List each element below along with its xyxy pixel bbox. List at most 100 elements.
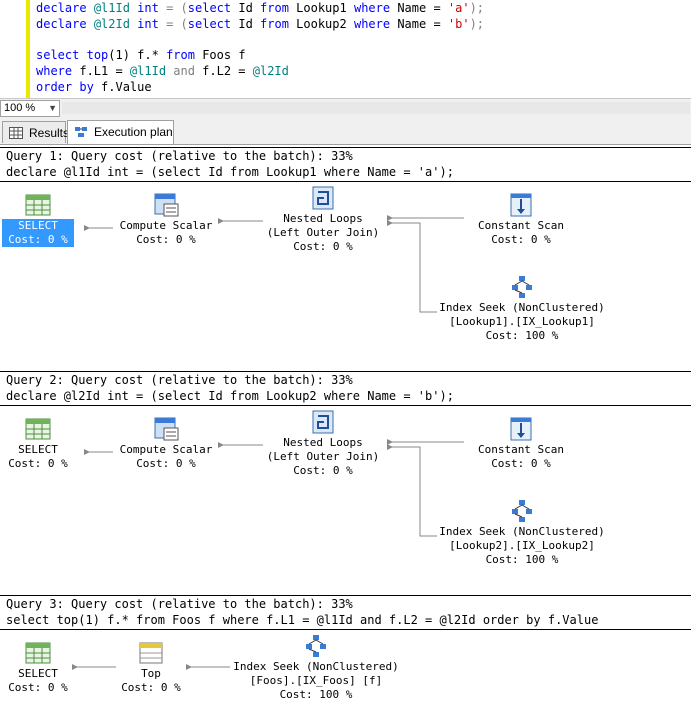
zoom-dropdown[interactable]: 100 % ▼ [0,100,60,117]
constant-scan-icon [507,417,535,441]
node-cost: Cost: 100 % [279,688,353,701]
node-name: Constant Scan [477,443,565,456]
query-1-header: Query 1: Query cost (relative to the bat… [0,147,691,182]
query-cost-text: Query 3: Query cost (relative to the bat… [6,597,353,611]
node-name: Nested Loops [283,436,363,449]
operator: = ( [158,1,188,15]
node-cost: Cost: 0 % [491,233,551,246]
keyword: from [166,48,195,62]
execution-plan-icon [75,127,87,137]
keyword: declare [36,1,87,15]
node-name: SELECT [18,443,58,456]
node-name: Compute Scalar [119,219,213,232]
query-cost-text: Query 1: Query cost (relative to the bat… [6,149,353,163]
plan-node-nested-loops[interactable]: Nested Loops (Left Outer Join) Cost: 0 % [258,410,388,478]
change-marker-bar [26,0,30,98]
node-cost: Cost: 100 % [485,553,559,566]
plan-node-select[interactable]: SELECT Cost: 0 % [2,417,74,471]
variable: @l2Id [252,64,289,78]
tab-execution-plan[interactable]: Execution plan [67,120,174,144]
horizontal-scrollbar[interactable] [62,102,690,114]
string-literal: 'b' [447,17,470,31]
keyword: order by [36,80,94,94]
chevron-down-icon: ▼ [48,103,57,113]
operator: ); [469,1,485,15]
keyword: where [353,17,391,31]
node-cost: Cost: 0 % [293,464,353,477]
select-operator-icon [24,193,52,217]
plan-node-compute-scalar[interactable]: Compute Scalar Cost: 0 % [110,417,222,471]
keyword: where [353,1,391,15]
node-detail: (Left Outer Join) [266,450,380,463]
identifier: f.L1 = [72,64,130,78]
arrowhead [84,225,90,231]
plan-node-select[interactable]: SELECT Cost: 0 % [2,193,74,247]
top-operator-icon [137,641,165,665]
query-cost-text: Query 2: Query cost (relative to the bat… [6,373,353,387]
plan-node-compute-scalar[interactable]: Compute Scalar Cost: 0 % [110,193,222,247]
query-2-header: Query 2: Query cost (relative to the bat… [0,371,691,406]
identifier: Foos f [194,48,246,62]
plan-node-nested-loops[interactable]: Nested Loops (Left Outer Join) Cost: 0 % [258,186,388,254]
select-operator-icon [24,417,52,441]
variable: @l1Id [93,1,130,15]
zoom-value: 100 % [4,102,36,114]
constant-scan-icon [507,193,535,217]
identifier: Name = [390,1,448,15]
node-detail: [Lookup2].[IX_Lookup2] [449,539,595,552]
identifier: f.L2 = [202,64,253,78]
identifier: f.Value [93,80,152,94]
plan-node-constant-scan[interactable]: Constant Scan Cost: 0 % [466,417,576,471]
plan-node-index-seek[interactable]: Index Seek (NonClustered) [Lookup2].[IX_… [434,499,610,567]
identifier: Name = [390,17,448,31]
node-name: Compute Scalar [119,443,213,456]
index-seek-icon [302,634,330,658]
sql-editor[interactable]: declare @l1Id int = (select Id from Look… [0,0,691,98]
node-name: Constant Scan [477,219,565,232]
node-name: Top [141,667,161,680]
node-cost: Cost: 0 % [2,233,74,247]
keyword: from [260,1,289,15]
variable: @l1Id [129,64,167,78]
plan-node-select[interactable]: SELECT Cost: 0 % [2,641,74,695]
node-detail: [Foos].[IX_Foos] [f] [249,674,383,687]
identifier: Lookup1 [288,1,354,15]
code-line-1[interactable]: declare @l1Id int = (select Id from Look… [36,0,484,16]
result-tabs: Results Execution plan [0,117,691,145]
plan-node-index-seek[interactable]: Index Seek (NonClustered) [Foos].[IX_Foo… [228,634,404,702]
node-name: SELECT [2,219,74,233]
keyword: select [187,1,232,15]
string-literal: 'a' [447,1,470,15]
node-name: Nested Loops [283,212,363,225]
plan-node-index-seek[interactable]: Index Seek (NonClustered) [Lookup1].[IX_… [434,275,610,343]
identifier: Id [231,1,261,15]
plan-node-top[interactable]: Top Cost: 0 % [112,641,190,695]
code-line-4[interactable]: where f.L1 = @l1Id and f.L2 = @l2Id [36,63,289,79]
keyword: int [137,1,159,15]
code-line-3[interactable]: select top(1) f.* from Foos f [36,47,246,63]
grid-icon [9,127,23,139]
query-3-header: Query 3: Query cost (relative to the bat… [0,595,691,630]
select-operator-icon [24,641,52,665]
node-detail: (Left Outer Join) [266,226,380,239]
node-cost: Cost: 0 % [136,457,196,470]
keyword: declare [36,17,87,31]
code-line-2[interactable]: declare @l2Id int = (select Id from Look… [36,16,484,32]
identifier: Lookup2 [288,17,354,31]
execution-plan-canvas[interactable]: Query 1: Query cost (relative to the bat… [0,145,691,708]
keyword: int [137,17,159,31]
node-name: Index Seek (NonClustered) [439,301,605,314]
index-seek-icon [508,499,536,523]
operator: = ( [158,17,188,31]
tab-results[interactable]: Results [2,121,69,143]
node-cost: Cost: 0 % [136,233,196,246]
keyword: select [187,17,232,31]
variable: @l2Id [93,17,130,31]
code-line-5[interactable]: order by f.Value [36,79,152,95]
compute-scalar-icon [152,193,180,217]
keyword: top [86,48,109,62]
keyword: where [36,64,73,78]
plan-node-constant-scan[interactable]: Constant Scan Cost: 0 % [466,193,576,247]
connector-line [387,446,437,537]
compute-scalar-icon [152,417,180,441]
